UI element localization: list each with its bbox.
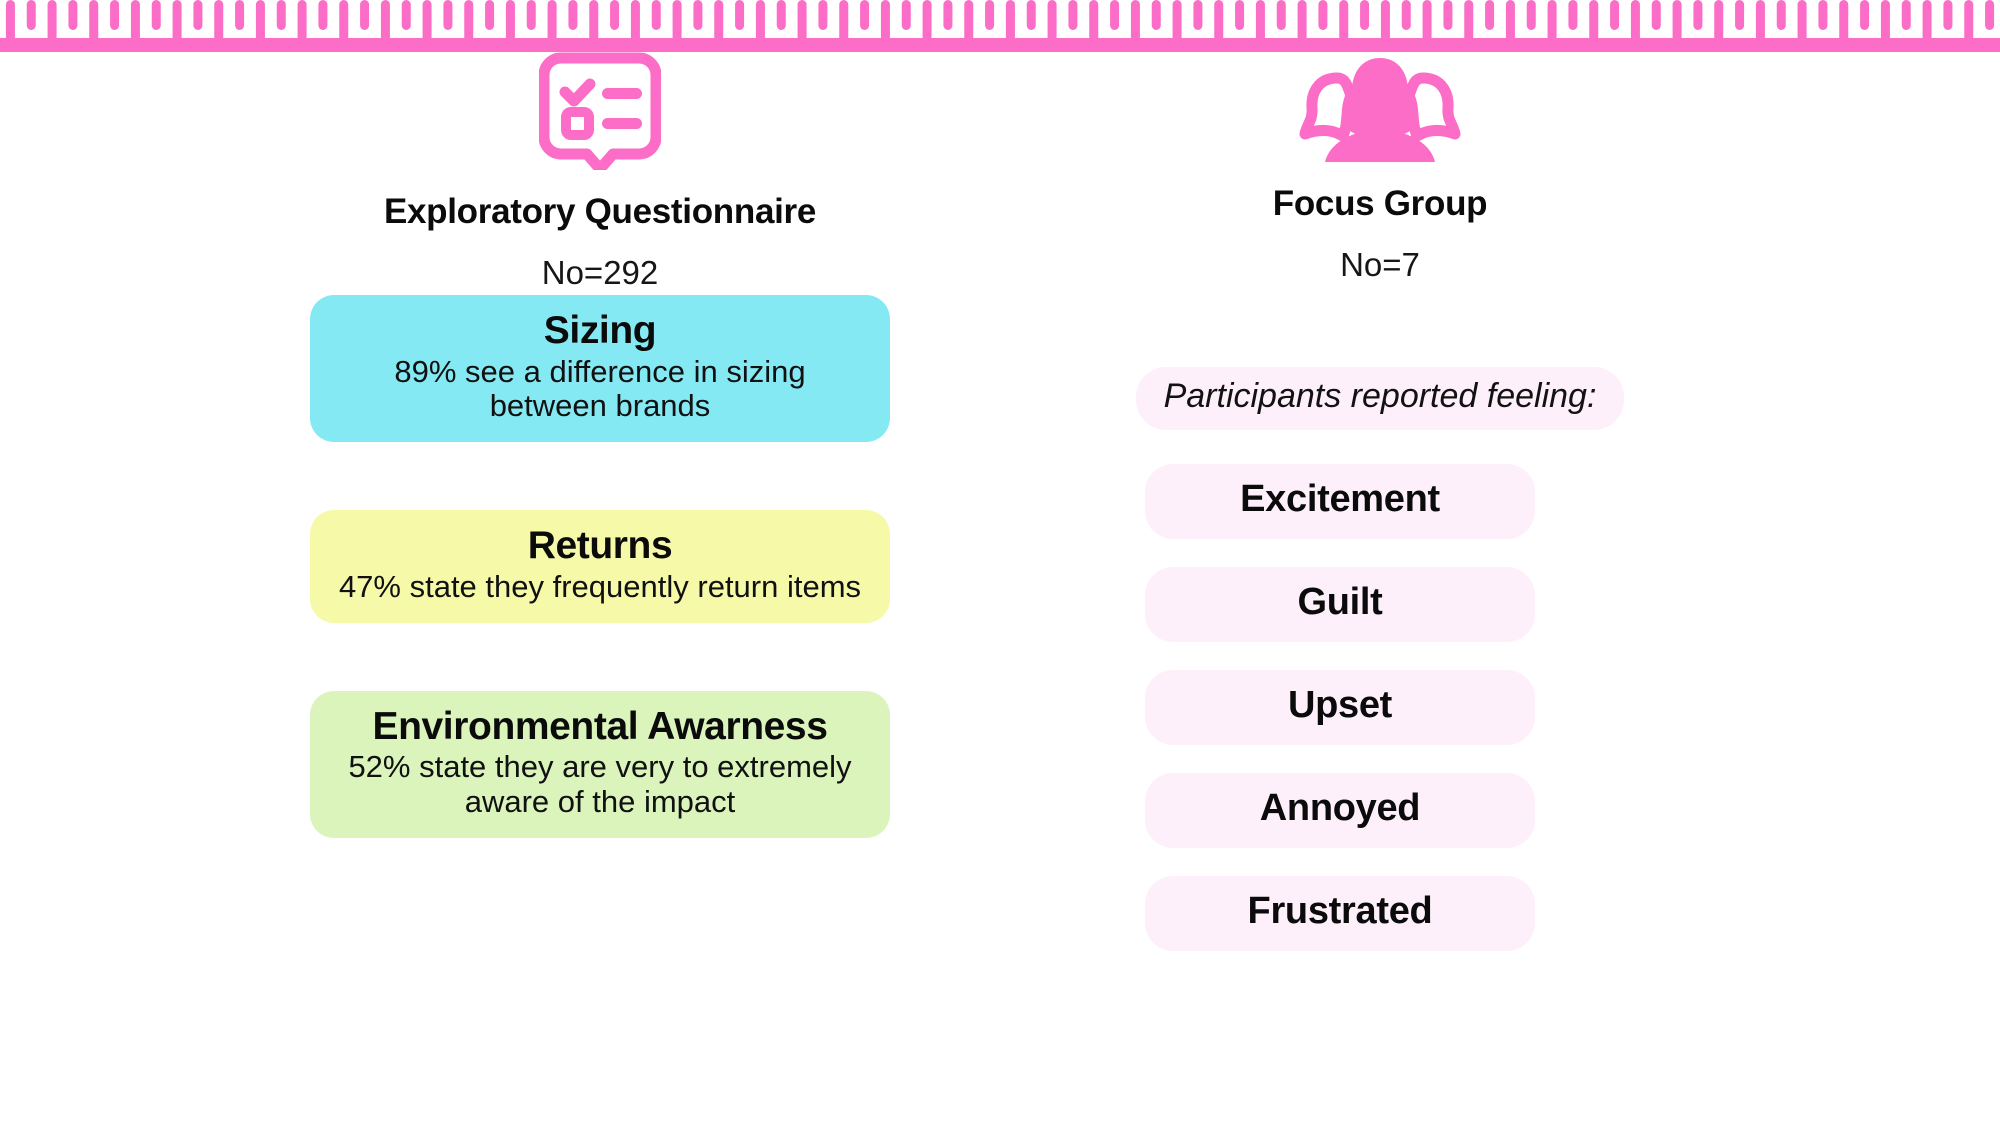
- emotion-pill-upset[interactable]: Upset: [1145, 670, 1535, 745]
- questionnaire-bubble-icon: [539, 52, 661, 170]
- emotion-pill-excitement[interactable]: Excitement: [1145, 464, 1535, 539]
- right-column-title: Focus Group: [1272, 184, 1488, 223]
- emotion-pill-frustrated[interactable]: Frustrated: [1145, 876, 1535, 951]
- stat-card-returns[interactable]: Returns 47% state they frequently return…: [310, 510, 890, 623]
- left-column-header: Exploratory Questionnaire No=292: [230, 52, 970, 292]
- stat-card-description: 47% state they frequently return items: [338, 568, 862, 604]
- left-column-title: Exploratory Questionnaire: [383, 192, 817, 231]
- stat-card-title: Sizing: [543, 309, 657, 352]
- lead-label-wrap: Participants reported feeling:: [1070, 367, 1690, 430]
- emotion-pill-guilt[interactable]: Guilt: [1145, 567, 1535, 642]
- right-column-header: Focus Group No=7: [1090, 52, 1670, 284]
- stat-card-description: 52% state they are very to extremely awa…: [348, 749, 852, 819]
- stat-card-sizing[interactable]: Sizing 89% see a difference in sizing be…: [310, 295, 890, 443]
- ruler-baseline: [0, 38, 2000, 52]
- column-exploratory-questionnaire: Exploratory Questionnaire No=292 Sizing …: [230, 52, 970, 838]
- column-focus-group: Focus Group No=7 Participants reported f…: [1090, 52, 1670, 951]
- stat-card-list: Sizing 89% see a difference in sizing be…: [310, 295, 890, 906]
- stat-card-environmental-awarness[interactable]: Environmental Awarness 52% state they ar…: [310, 690, 890, 838]
- stat-card-title: Returns: [527, 524, 673, 568]
- participants-reported-feeling-label: Participants reported feeling:: [1135, 367, 1625, 430]
- right-column-sample-size: No=7: [1340, 246, 1420, 283]
- focus-group-people-icon: [1299, 58, 1461, 162]
- emotion-pill-annoyed[interactable]: Annoyed: [1145, 773, 1535, 848]
- stat-card-description: 89% see a difference in sizing between b…: [394, 353, 806, 424]
- stat-card-title: Environmental Awarness: [372, 704, 828, 748]
- infographic-board: Exploratory Questionnaire No=292 Sizing …: [0, 52, 2000, 1123]
- left-column-sample-size: No=292: [541, 254, 659, 291]
- ruler-ticks-icon: [5, 0, 1995, 44]
- ruler-decoration: [0, 0, 2000, 52]
- emotion-pill-list: Excitement Guilt Upset Annoyed Frustrate…: [1145, 464, 1535, 979]
